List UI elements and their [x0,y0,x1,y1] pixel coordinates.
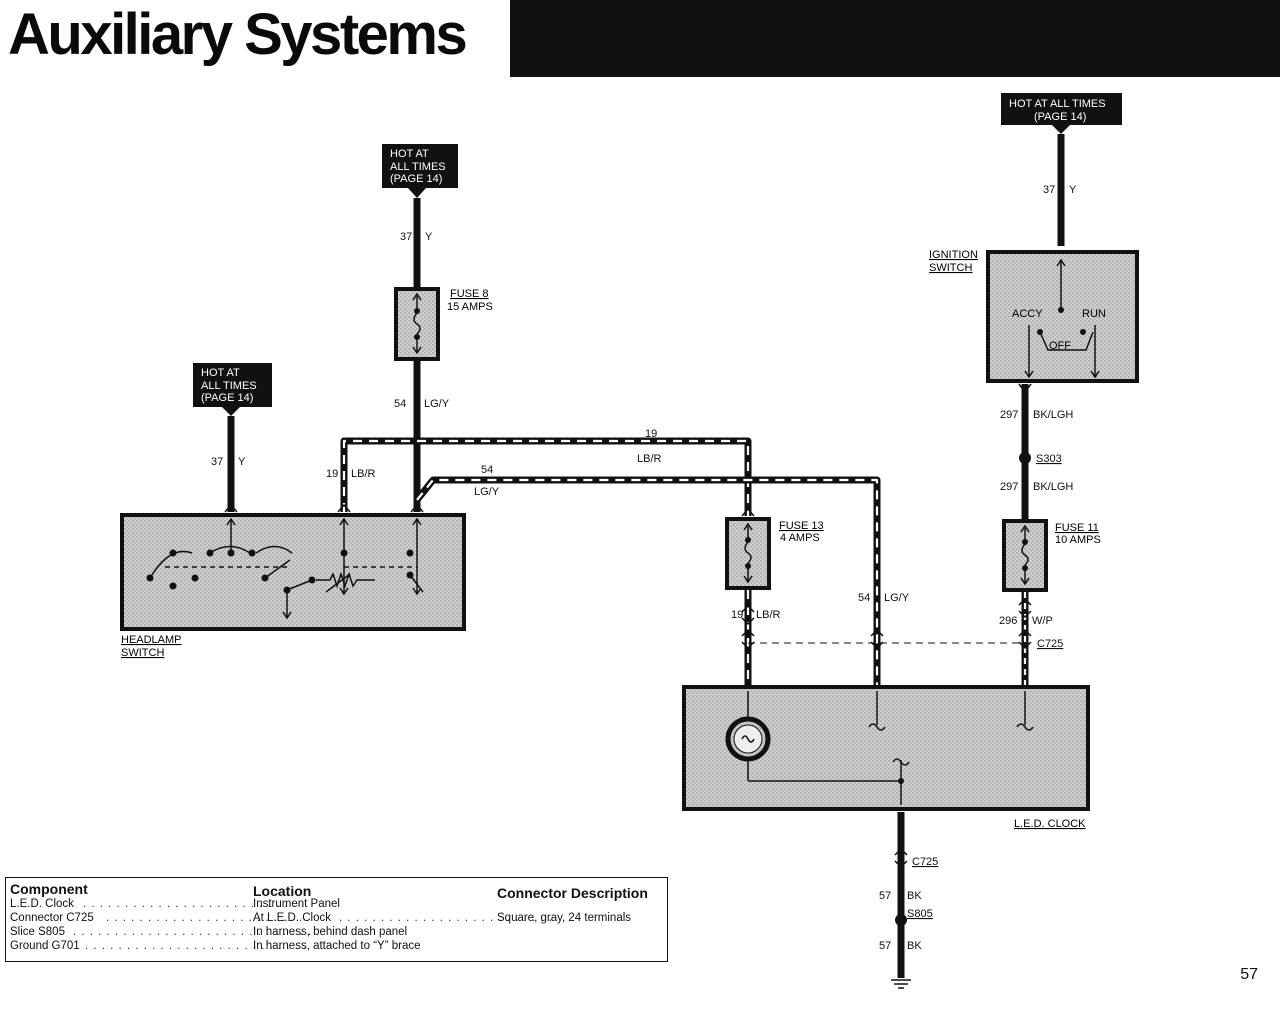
ignition-switch-label: SWITCH [929,262,972,274]
table-row: Ground G701 . . . . . . . . . . . . . . … [9,940,664,954]
wire-circuit-number: 37 [400,231,412,243]
wire-color: Y [425,231,433,243]
splice-s303 [1019,452,1031,464]
table-row: L.E.D. Clock . . . . . . . . . . . . . .… [9,898,664,912]
connector-label: C725 [912,856,938,868]
table-cell-component: Slice S805 [10,926,65,938]
title-bar [510,0,1280,77]
table-cell-description: Square, gray, 24 terminals [497,912,632,924]
wire-color: LB/R [756,609,781,621]
fuse11-label: FUSE 11 [1055,522,1099,534]
fuse8-label: FUSE 8 [450,288,489,300]
fuse13-rating: 4 AMPS [780,532,820,544]
hot-feed-label: ALL TIMES [390,161,446,173]
leader-dots: . . . . . . . . . . . . . . . . . . . . … [106,912,304,924]
connector-label: C725 [1037,638,1063,650]
leader-dots: . . . . . . . . . . . . . . . . . . . . … [339,912,553,924]
led-clock [682,685,1090,811]
page-title: Auxiliary Systems [8,2,468,67]
wire-color: LG/Y [474,486,500,498]
table-row: Slice S805 . . . . . . . . . . . . . . .… [9,926,664,940]
wire-circuit-number: 57 [879,890,891,902]
hot-feed-label: (PAGE 14) [1034,111,1086,123]
hot-feed-label: (PAGE 14) [201,392,253,404]
headlamp-switch-label: HEADLAMP [121,634,182,646]
table-cell-component: L.E.D. Clock [10,898,74,910]
wire-circuit-number: 297 [1000,481,1018,493]
wire-color: Y [238,456,246,468]
table-header: Component [10,881,88,897]
table-cell-location: Instrument Panel [253,898,340,910]
table-row: Connector C725 . . . . . . . . . . . . .… [9,912,664,926]
fuse-13 [725,517,771,590]
component-table: Component Location Connector Description… [5,877,668,962]
leader-dots: . . . . . . . . . . . . . . . . . . . . … [73,926,313,938]
splice-label: S303 [1036,453,1062,465]
headlamp-switch-label: SWITCH [121,647,164,659]
hot-feed-ignition: HOT AT ALL TIMES (PAGE 14) [1001,93,1122,134]
wire-circuit-number: 19 [326,468,338,480]
wire-circuit-number: 19 [731,609,743,621]
fuse8-rating: 15 AMPS [447,301,493,313]
wire-color: Y [1069,184,1077,196]
wire-circuit-number: 296 [999,615,1017,627]
accy-label: ACCY [1012,308,1043,320]
wire-color: LG/Y [424,398,450,410]
leader-dots: . . . . . . . . . . . . . . . . . . . . … [85,940,308,952]
hot-feed-label: ALL TIMES [201,380,257,392]
table-header: Connector Description [497,885,648,901]
fuse13-label: FUSE 13 [779,520,824,532]
splice-label: S805 [907,908,933,920]
table-cell-component: Ground G701 [10,940,80,952]
wire-color: BK/LGH [1033,481,1073,493]
wire-circuit-number: 297 [1000,409,1018,421]
wire-circuit-number: 54 [394,398,406,410]
wire-color: LB/R [637,453,662,465]
wire-circuit-number: 37 [1043,184,1055,196]
hot-feed-label: HOT AT ALL TIMES [1009,98,1106,110]
run-label: RUN [1082,308,1106,320]
table-header: Location [253,883,312,899]
wire-circuit-number: 54 [858,592,870,604]
fuse-11 [1002,519,1048,592]
hot-feed-label: (PAGE 14) [390,173,442,185]
hot-feed-fuse8: HOT AT ALL TIMES (PAGE 14) [382,144,458,198]
hot-feed-label: HOT AT [201,367,240,379]
wire-color: BK [907,940,922,952]
wire-circuit-number: 19 [645,428,657,440]
table-cell-location: In harness, attached to “Y” brace [253,940,421,952]
wire-color: LG/Y [884,592,910,604]
wire-circuit-number: 54 [481,464,493,476]
wire-circuit-number: 57 [879,940,891,952]
ground-g701 [891,979,911,989]
wire-color: BK/LGH [1033,409,1073,421]
leader-dots: . . . . . . . . . . . . . . . . . . . . … [83,898,306,910]
ignition-switch-label: IGNITION [929,249,978,261]
hot-feed-label: HOT AT [390,148,429,160]
fuse-8 [394,287,440,361]
table-cell-component: Connector C725 [10,912,94,924]
led-clock-label: L.E.D. CLOCK [1014,818,1086,830]
fuse11-rating: 10 AMPS [1055,534,1101,546]
ignition-switch [986,250,1139,383]
headlamp-switch [120,513,466,631]
wire-color: BK [907,890,922,902]
page-number: 57 [1240,966,1258,983]
off-label: OFF [1049,340,1071,352]
solid-wires [227,134,1065,978]
table-cell-location: In harness, behind dash panel [253,926,408,938]
hot-feed-headlamp: HOT AT ALL TIMES (PAGE 14) [193,363,272,416]
splice-s805 [895,914,907,926]
table-cell-location: At L.E.D. Clock [253,912,331,924]
connector-chevrons [224,383,1032,869]
wire-circuit-number: 37 [211,456,223,468]
wire-color: LB/R [351,468,376,480]
wire-color: W/P [1032,615,1053,627]
